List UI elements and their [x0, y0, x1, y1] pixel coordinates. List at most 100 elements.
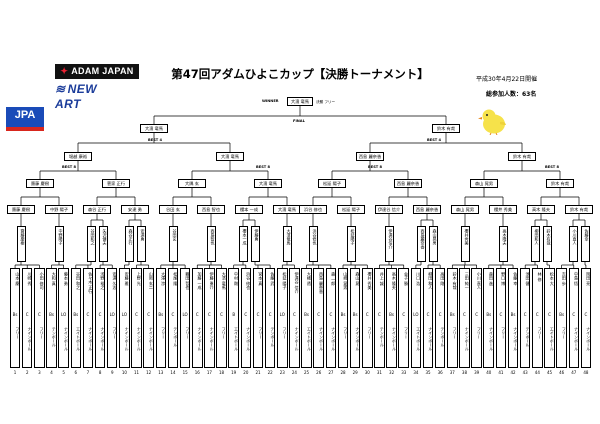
player-game: ナインボール [124, 327, 130, 351]
best8-label-1: BEST 8 [62, 165, 76, 169]
player-name: 大濱 竜馬 [221, 272, 227, 290]
player-number: 23 [279, 370, 285, 375]
player-game: ナインボール [331, 327, 337, 351]
player-number: 22 [267, 370, 273, 375]
player-name: 野口 博 [501, 272, 507, 286]
player-class: C [244, 312, 248, 317]
player-name: 川崎 秀 [27, 272, 33, 286]
r1-card-14: 西島麗奈香 [416, 226, 426, 262]
player-game: ナインボール [209, 327, 215, 351]
player-number: 24 [291, 370, 297, 375]
player-number: 34 [413, 370, 419, 375]
player-class: C [548, 312, 551, 317]
adam-logo-text: ADAM JAPAN [71, 66, 134, 76]
player-name: 佐藤 武 [270, 272, 276, 286]
best4-label-right: BEST 4 [427, 138, 441, 142]
player-game: フリー [501, 327, 507, 339]
player-name: 佐々木 正行 [88, 272, 94, 294]
player-name: 伊達谷 信介 [294, 272, 300, 294]
player-game: ナインボール [318, 327, 324, 351]
player-number: 40 [486, 370, 492, 375]
player-game: エイトボール [76, 327, 82, 351]
player-class: Bs [158, 312, 164, 317]
player-name: 山岡 玄二 [148, 272, 154, 290]
player-number: 7 [86, 370, 90, 375]
r1-card-18: 柳田和人 [530, 226, 540, 262]
r1-card-6: 谷田玄 [168, 226, 178, 262]
r1-card-name: 櫻井秀美 [464, 229, 470, 245]
player-game: エイトボール [306, 327, 312, 351]
player-game: ナインボール [294, 327, 300, 351]
player-class: LO [413, 312, 419, 317]
player-class: LO [279, 312, 285, 317]
best8-label-2: BEST 8 [256, 165, 270, 169]
player-number: 35 [425, 370, 431, 375]
player-game: ナインボール [428, 327, 434, 351]
player-number: 42 [510, 370, 516, 375]
player-number: 6 [74, 370, 78, 375]
player-class: Bs [389, 312, 394, 317]
player-game: フリー [161, 327, 167, 339]
r1-card-3: 矢沢健夫 [98, 226, 108, 262]
player-number: 18 [219, 370, 225, 375]
player-game: テンボール [270, 327, 276, 347]
player-name: 川口 浩 [416, 272, 422, 286]
player-class: LO [121, 312, 127, 317]
r1-card-name: 谷田玄 [172, 229, 178, 241]
player-game: ナインボール [391, 327, 397, 351]
player-class: C [25, 312, 29, 317]
player-class: Bs [49, 312, 54, 317]
best32-box-4: 谷田 玄 [159, 205, 187, 214]
player-number: 12 [146, 370, 152, 375]
r1-card-12: 松延陽子 [346, 226, 356, 262]
player-number: 32 [389, 370, 395, 375]
player-number: 41 [498, 370, 504, 375]
player-number: 39 [474, 370, 480, 375]
player-number: 45 [546, 370, 553, 375]
best8-label-3: BEST 8 [368, 165, 382, 169]
player-class: C [268, 312, 272, 317]
player-class: C [37, 312, 41, 317]
player-class: LO [109, 312, 115, 317]
player-class: Bs [486, 312, 492, 317]
r1-card-name: 安達勇 [140, 229, 146, 241]
winner-note: 決勝 フリー [316, 99, 336, 104]
player-game: ナインボール [148, 327, 154, 351]
player-game: フリー [537, 327, 543, 339]
best16-box-5: 西島 麗奈香 [394, 179, 422, 188]
player-name: 西島 麗奈香 [318, 272, 324, 294]
player-number: 4 [50, 370, 53, 375]
jpa-logo-text: JPA [14, 109, 36, 121]
player-number: 17 [206, 370, 212, 375]
player-class: Bs [510, 312, 516, 317]
r1-card-19: 鈴木有哉 [542, 226, 552, 262]
best32-box-1: 中野 陽子 [45, 205, 73, 214]
player-class: Bs [449, 312, 455, 317]
player-class: C [256, 312, 260, 317]
player-game: テンボール [440, 327, 446, 347]
player-game: ナインボール [586, 327, 592, 351]
player-name: 山崎 晃男 [343, 272, 349, 290]
player-number: 38 [461, 370, 468, 375]
player-name: 松本 大 [549, 272, 555, 286]
player-class: C [499, 312, 503, 317]
winner-label: WINNER [262, 99, 279, 103]
player-class: C [438, 312, 442, 317]
player-class: C [402, 312, 406, 317]
r1-card-name: 伊藤勇 [254, 229, 260, 241]
r1-card-name: 小川直人 [572, 229, 578, 245]
